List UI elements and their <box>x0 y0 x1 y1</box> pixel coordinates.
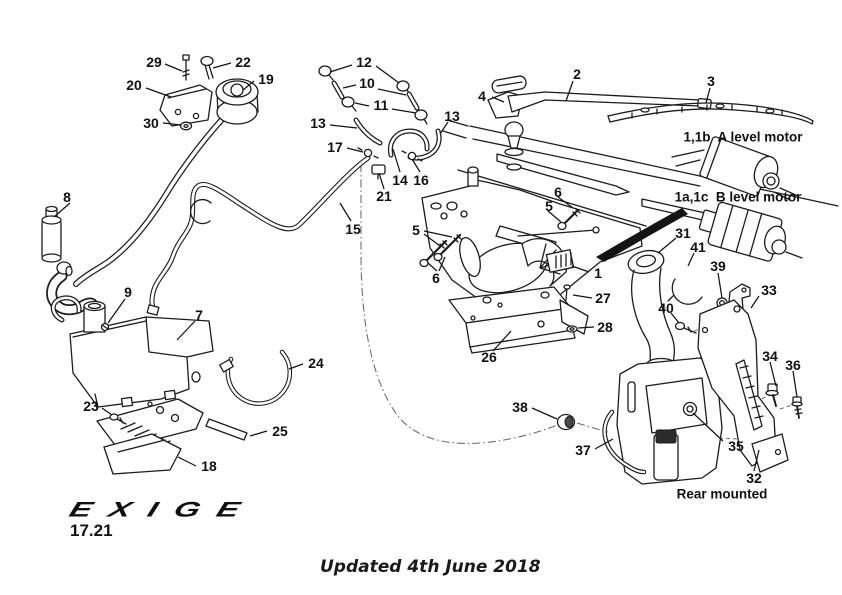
callout-22: 22 <box>235 54 251 70</box>
callout-6-b: 6 <box>432 270 440 286</box>
callout-19: 19 <box>258 71 274 87</box>
callout-15: 15 <box>345 221 361 237</box>
callout-29: 29 <box>146 54 162 70</box>
washer-jets-hoses-drawing <box>318 65 442 180</box>
callout-34: 34 <box>762 348 778 364</box>
callout-12: 12 <box>356 54 372 70</box>
wiper-motor-assembly-drawing <box>421 166 643 311</box>
callout-5-a: 5 <box>545 198 553 214</box>
callout-30: 30 <box>143 115 159 131</box>
callout-39: 39 <box>710 258 726 274</box>
callout-38: 38 <box>512 399 528 415</box>
callout-41: 41 <box>690 239 706 255</box>
callout-8: 8 <box>63 189 71 205</box>
callout-13-b: 13 <box>444 108 460 124</box>
washer-tube-15-drawing <box>146 155 371 316</box>
callout-37: 37 <box>575 442 591 458</box>
callout-16: 16 <box>413 172 429 188</box>
callout-3: 3 <box>707 73 715 89</box>
a-level-motor-label: 1,1b A level motor <box>683 129 803 145</box>
seal-swoosh-drawing <box>596 208 688 262</box>
callout-7: 7 <box>195 307 203 323</box>
callout-23: 23 <box>83 398 99 414</box>
callout-40: 40 <box>658 300 674 316</box>
callout-26: 26 <box>481 349 497 365</box>
rear-bracket-drawing <box>697 299 803 473</box>
callout-14: 14 <box>392 172 408 188</box>
bottle-bracket-drawing <box>96 398 204 475</box>
callout-4: 4 <box>478 88 486 104</box>
spindle-bezel-drawing <box>159 54 259 131</box>
callout-35: 35 <box>728 438 744 454</box>
callout-9: 9 <box>124 284 132 300</box>
coiled-tube-drawing <box>219 349 293 406</box>
callout-27: 27 <box>595 290 611 306</box>
callout-25: 25 <box>272 423 288 439</box>
rear-mounted-label: Rear mounted <box>676 486 768 502</box>
callout-24: 24 <box>308 355 324 371</box>
closing-panel-drawing <box>448 284 589 354</box>
callout-6-a: 6 <box>554 184 562 200</box>
callout-28: 28 <box>597 319 613 335</box>
b-level-motor-drawing <box>698 201 803 262</box>
page-code: 17.21 <box>70 521 113 540</box>
exige-logo: EXIGE <box>66 498 261 522</box>
leader-lines <box>53 62 798 472</box>
wiper-linkage-tube-drawing <box>46 110 231 336</box>
callout-5-b: 5 <box>412 222 420 238</box>
front-washer-bottle-drawing <box>50 295 214 408</box>
callout-17: 17 <box>327 139 343 155</box>
washer-pump-drawing <box>41 205 73 277</box>
callout-2: 2 <box>573 66 581 82</box>
b-level-motor-label: 1a,1c B level motor <box>674 189 802 205</box>
updated-date-label: Updated 4th June 2018 <box>320 557 541 577</box>
callout-11: 11 <box>373 97 389 113</box>
callout-10: 10 <box>359 75 375 91</box>
callout-13-a: 13 <box>310 115 326 131</box>
a-level-motor-drawing <box>671 136 799 201</box>
callout-20: 20 <box>126 77 142 93</box>
trim-strip-drawing <box>205 418 248 441</box>
callout-36: 36 <box>785 357 801 373</box>
callout-33: 33 <box>761 282 777 298</box>
callout-18: 18 <box>201 458 217 474</box>
callout-31: 31 <box>675 225 691 241</box>
rear-bottle-assembly-drawing <box>556 249 723 485</box>
callout-1: 1 <box>594 265 602 281</box>
callout-21: 21 <box>376 188 392 204</box>
wiper-blade-drawing <box>607 102 814 125</box>
callout-32: 32 <box>746 470 762 486</box>
mounting-bolts-drawing <box>419 208 581 268</box>
